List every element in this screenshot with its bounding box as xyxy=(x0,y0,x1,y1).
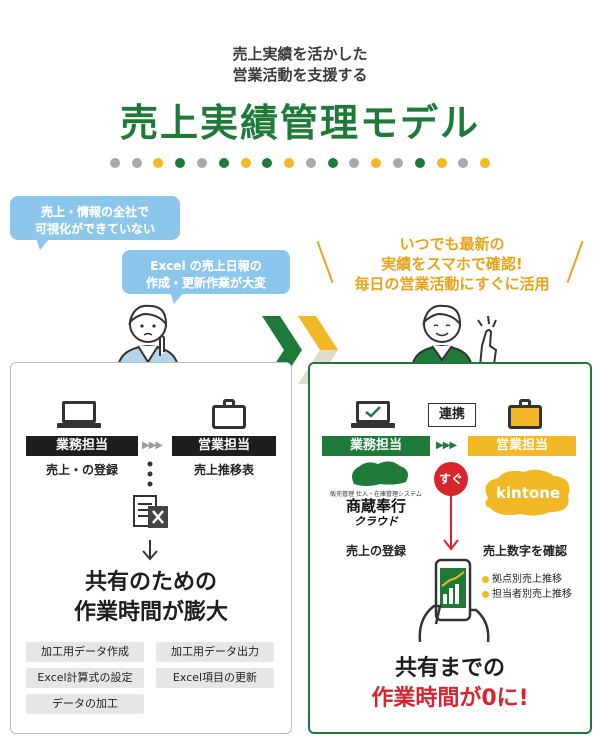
laptop-icon-base xyxy=(57,423,101,428)
bullet-dot-icon xyxy=(482,590,489,598)
worried-person-illustration xyxy=(116,304,180,368)
report-bullet: 拠点別売上推移 xyxy=(482,570,562,585)
divider-dot xyxy=(349,158,360,168)
divider-dot xyxy=(218,158,229,168)
before-result-line-1: 共有のための xyxy=(84,570,217,595)
check-icon xyxy=(365,406,381,418)
divider-dot xyxy=(262,158,273,168)
briefcase-icon-handle xyxy=(223,399,235,406)
claim-slash-left xyxy=(316,240,334,284)
before-result-line-2: 作業時間が膨大 xyxy=(73,600,228,625)
bullet-text: 担当者別売上推移 xyxy=(492,589,572,600)
divider-dot xyxy=(327,158,338,168)
bugyo-logo-mark xyxy=(352,461,408,486)
down-arrow-icon xyxy=(142,540,158,561)
bugyo-caption: 販売管理 仕入・在庫管理システム xyxy=(330,491,422,498)
problem-bubble-1: 売上・情報の全社で 可視化ができていない xyxy=(10,196,180,240)
divider-dot xyxy=(131,158,142,168)
laptop-icon xyxy=(356,401,390,423)
task-sales-entry: 売上・の登録 xyxy=(45,463,118,477)
divider-dot xyxy=(240,158,251,168)
after-result-line-1: 共有までの xyxy=(394,656,505,681)
kintone-logo-text: kintone xyxy=(495,484,561,502)
role-business-staff: 業務担当 xyxy=(322,436,430,456)
dot-divider xyxy=(104,158,496,170)
manual-task-tag: 加工用データ出力 xyxy=(156,642,274,662)
smartphone-chart-icon xyxy=(418,558,490,643)
solution-claim: いつでも最新の 実績をスマホで確認! 毎日の営業活動にすぐに活用 xyxy=(332,234,572,294)
bubble-2-tail xyxy=(170,292,184,304)
happy-person-illustration xyxy=(410,304,498,368)
excel-file-icon xyxy=(133,495,168,528)
laptop-icon-base xyxy=(351,423,395,428)
integration-label: 連携 xyxy=(428,403,476,427)
header-subtitle: 売上実績を活かした 営業活動を支援する xyxy=(0,44,600,86)
kintone-logo-mark xyxy=(485,469,570,516)
divider-dot xyxy=(480,158,491,168)
divider-dot xyxy=(458,158,469,168)
manual-task-tag: Excel項目の更新 xyxy=(156,668,274,688)
report-bullet: 担当者別売上推移 xyxy=(482,585,572,600)
after-result: 共有までの 作業時間が0に! xyxy=(308,654,592,714)
divider-dot xyxy=(109,158,120,168)
divider-dot xyxy=(414,158,425,168)
briefcase-icon xyxy=(212,405,246,429)
task-sales-report: 売上推移表 xyxy=(193,463,254,477)
role-sales-staff: 営業担当 xyxy=(172,436,276,456)
role-sales-staff: 営業担当 xyxy=(468,436,576,456)
manual-task-tag: データの加工 xyxy=(26,694,144,714)
bugyo-name-line-2: クラウド xyxy=(354,515,398,528)
problem-bubble-1-line-1: 売上・情報の全社で xyxy=(40,205,149,219)
red-down-arrow-icon xyxy=(443,496,459,551)
divider-dot xyxy=(393,158,403,168)
divider-dot xyxy=(436,158,447,168)
laptop-icon xyxy=(62,401,96,423)
manual-task-tag: 加工用データ作成 xyxy=(26,642,144,662)
flow-arrows: ▶▶▶ xyxy=(142,440,163,451)
role-business-staff: 業務担当 xyxy=(26,436,138,456)
before-result: 共有のための 作業時間が膨大 xyxy=(10,568,292,628)
bullet-text: 拠点別売上推移 xyxy=(492,574,562,585)
instant-badge: すぐ xyxy=(434,462,468,496)
subtitle-line-2: 営業活動を支援する xyxy=(232,66,368,84)
briefcase-icon xyxy=(508,405,542,429)
problem-bubble-1-line-2: 可視化ができていない xyxy=(34,222,155,236)
task-check-figures: 売上数字を確認 xyxy=(482,544,567,558)
subtitle-line-1: 売上実績を活かした xyxy=(232,45,368,63)
divider-dot xyxy=(305,158,316,168)
problem-bubble-2-line-1: Excel の売上日報の xyxy=(150,259,262,273)
problem-bubble-2: Excel の売上日報の 作成・更新作業が大変 xyxy=(122,250,290,294)
claim-line-1: いつでも最新の xyxy=(399,235,505,253)
vertical-dots xyxy=(147,461,153,487)
divider-dot xyxy=(153,158,164,168)
claim-line-2: 実績をスマホで確認! xyxy=(381,255,523,273)
flow-arrows: ▶▶▶ xyxy=(436,440,457,451)
task-sales-entry: 売上の登録 xyxy=(345,544,406,558)
divider-dot xyxy=(197,158,207,168)
claim-line-3: 毎日の営業活動にすぐに活用 xyxy=(354,275,550,293)
bugyo-name-line-1: 商蔵奉行 xyxy=(345,497,406,515)
divider-dot xyxy=(284,158,295,168)
page-title: 売上実績管理モデル xyxy=(119,101,480,145)
problem-bubble-2-line-2: 作成・更新作業が大変 xyxy=(145,276,266,290)
bugyo-logo-name: 商蔵奉行 クラウド xyxy=(318,498,434,530)
divider-dot xyxy=(371,158,382,168)
bullet-dot-icon xyxy=(482,575,489,583)
bubble-1-tail xyxy=(36,238,50,250)
after-result-line-2: 作業時間が0に! xyxy=(371,686,529,711)
divider-dot xyxy=(175,158,186,168)
manual-task-tag: Excel計算式の設定 xyxy=(26,668,144,688)
briefcase-icon-handle xyxy=(519,399,531,406)
